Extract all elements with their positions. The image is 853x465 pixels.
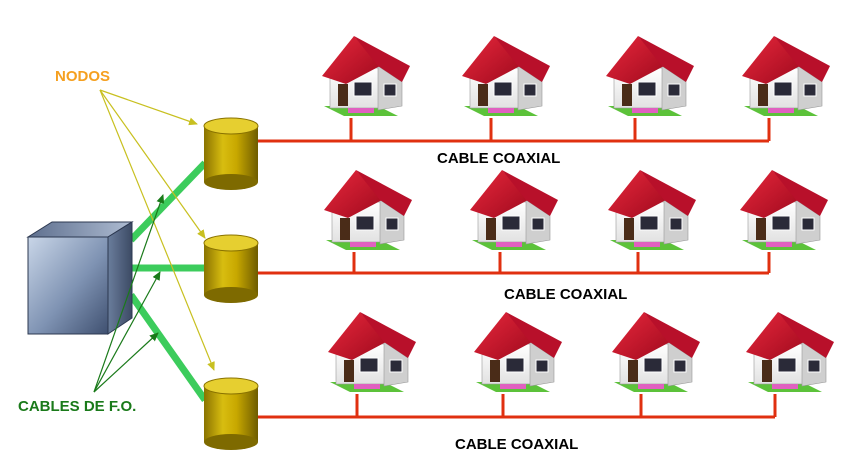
house-icon bbox=[608, 170, 696, 250]
house-icon bbox=[746, 312, 834, 392]
house-icon bbox=[612, 312, 700, 392]
house-icon bbox=[740, 170, 828, 250]
house-icon bbox=[462, 36, 550, 116]
fiber-link-3 bbox=[128, 292, 208, 403]
nodos-arrow bbox=[99, 89, 206, 239]
house-icon bbox=[606, 36, 694, 116]
fo-pointer-arrows bbox=[93, 194, 165, 393]
node-cylinder-icon bbox=[203, 234, 259, 303]
nodos-arrow bbox=[99, 89, 215, 371]
fo-arrow bbox=[93, 271, 161, 393]
fo-arrow bbox=[93, 332, 159, 393]
nodos-arrow bbox=[99, 89, 198, 126]
coax-label-3: CABLE COAXIAL bbox=[455, 436, 579, 453]
fiber-optic-links bbox=[128, 160, 208, 403]
house-icon bbox=[328, 312, 416, 392]
fiber-link-1 bbox=[128, 160, 208, 243]
house-icon bbox=[742, 36, 830, 116]
node-cylinder-icon bbox=[203, 117, 259, 190]
nodos-label: NODOS bbox=[55, 68, 111, 85]
house-icon bbox=[322, 36, 410, 116]
house-icon bbox=[474, 312, 562, 392]
house-icon bbox=[470, 170, 558, 250]
fo-arrow bbox=[93, 194, 165, 393]
coax-lines bbox=[258, 118, 777, 419]
node-cylinder-icon bbox=[203, 377, 259, 450]
headend-cube-icon bbox=[26, 221, 134, 335]
house-icon bbox=[324, 170, 412, 250]
nodos-pointer-arrows bbox=[99, 89, 215, 371]
coax-label-2: CABLE COAXIAL bbox=[504, 286, 628, 303]
coax-label-1: CABLE COAXIAL bbox=[437, 150, 561, 167]
cables-fo-label: CABLES DE F.O. bbox=[18, 398, 137, 415]
